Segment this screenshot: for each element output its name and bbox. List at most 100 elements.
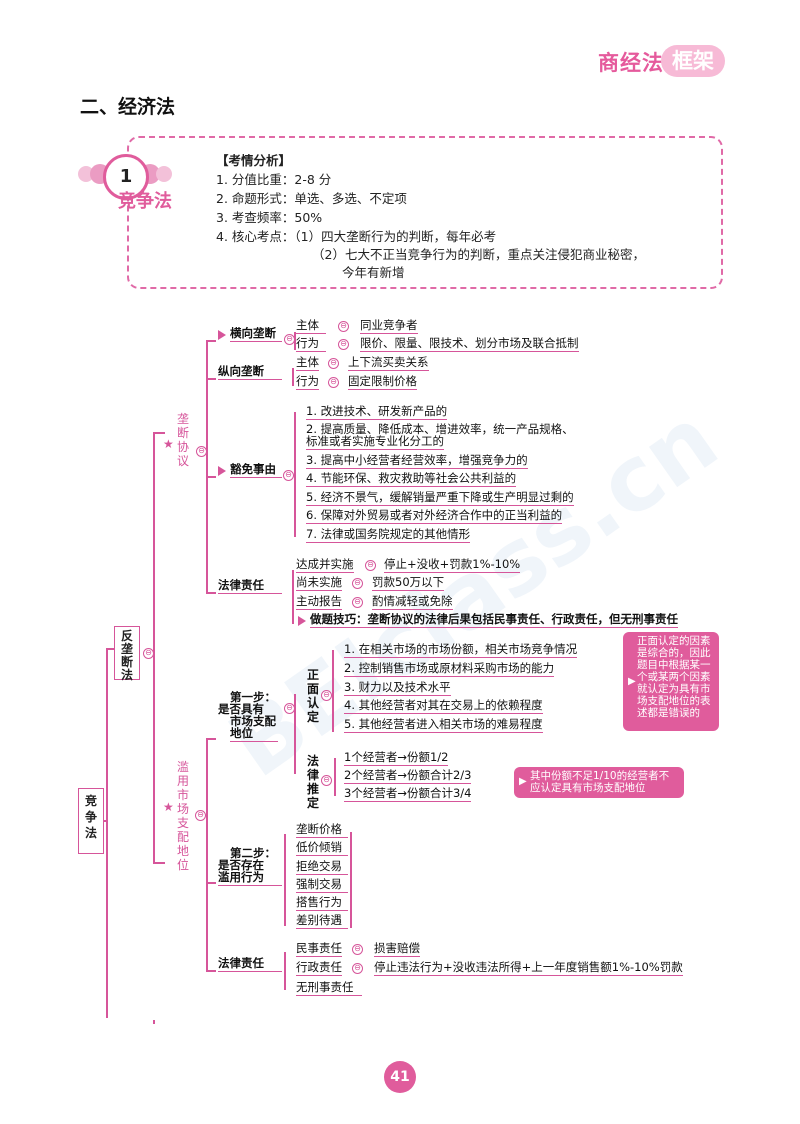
analysis-box <box>127 136 723 289</box>
collapse-icon[interactable]: ⊖ <box>365 560 376 571</box>
root-label: 竞争法 <box>84 794 97 840</box>
page-number: 41 <box>384 1061 416 1093</box>
connector <box>294 412 296 537</box>
ma-liability-label: 法律责任 <box>218 578 282 594</box>
horizontal-subject-key: 主体 <box>296 318 326 334</box>
triangle-icon: ▶ <box>628 676 636 687</box>
step2-label: 第二步： <box>230 846 276 860</box>
flag-icon <box>218 330 226 340</box>
brand-text: 商经法 <box>598 51 664 75</box>
liability-key: 尚未实施 <box>296 575 342 591</box>
abuse-liability-crim: 无刑事责任 <box>296 980 362 996</box>
connector <box>153 862 165 864</box>
collapse-icon[interactable]: ⊖ <box>352 578 363 589</box>
abuse-liability-label: 法律责任 <box>218 956 282 972</box>
connector <box>206 738 208 970</box>
step1-label: 地位 <box>230 726 278 742</box>
connector <box>206 340 208 592</box>
triangle-icon: ▶ <box>519 776 527 787</box>
liability-value: 罚款50万以下 <box>372 575 445 591</box>
abuse-liability-value: 停止违法行为+没收违法所得+上一年度销售额1%-10%罚款 <box>374 960 683 976</box>
abuse-act: 强制交易 <box>296 877 348 893</box>
connector <box>106 648 108 1018</box>
presume-item: 1个经营者→份额1/2 <box>344 750 449 766</box>
monopoly-agreement-label: 垄断协议 <box>176 412 189 468</box>
star-icon: ★ <box>163 437 174 451</box>
collapse-icon[interactable]: ⊖ <box>338 339 349 350</box>
collapse-icon[interactable]: ⊖ <box>352 597 363 608</box>
topic-name: 竞争法 <box>118 191 172 212</box>
star-icon: ★ <box>163 800 174 814</box>
collapse-icon[interactable]: ⊖ <box>338 321 349 332</box>
collapse-icon[interactable]: ⊖ <box>321 775 332 786</box>
connector <box>153 432 155 862</box>
connector <box>292 570 294 624</box>
abuse-act: 差别待遇 <box>296 913 348 929</box>
analysis-line: 2. 命题形式：单选、多选、不定项 <box>216 191 407 206</box>
analysis-line: （2）七大不正当竞争行为的判断，重点关注侵犯商业秘密， <box>312 247 645 262</box>
liability-key: 主动报告 <box>296 594 342 610</box>
brand-box: 框架 <box>661 45 725 77</box>
exemption-label: 豁免事由 <box>230 462 282 478</box>
collapse-icon[interactable]: ⊖ <box>328 358 339 369</box>
vertical-subject-key: 主体 <box>296 355 319 371</box>
root-node: 竞争法 <box>78 788 104 854</box>
connector <box>284 952 286 990</box>
presume-item: 2个经营者→份额合计2/3 <box>344 768 472 784</box>
brand-logo: 商经法 框架 <box>598 45 728 79</box>
l1-node: 反垄断法 <box>114 626 140 682</box>
collapse-icon[interactable]: ⊖ <box>352 944 363 955</box>
vertical-act-value: 固定限制价格 <box>348 374 417 390</box>
exemption-item: 4. 节能环保、救灾救助等社会公共利益的 <box>306 471 517 487</box>
connector <box>294 332 296 350</box>
exemption-item: 6. 保障对外贸易或者对外经济合作中的正当利益的 <box>306 508 563 524</box>
exemption-item: 标准或者实施专业化分工的 <box>306 434 444 450</box>
analysis-heading: 【考情分析】 <box>216 153 292 168</box>
positive-item: 5. 其他经营者进入相关市场的难易程度 <box>344 717 543 733</box>
step1-label: 第一步： <box>230 690 276 704</box>
vertical-label: 纵向垄断 <box>218 364 282 380</box>
connector <box>292 368 294 386</box>
step1-label: 市场支配 <box>230 714 276 728</box>
analysis-line: 3. 考查频率：50% <box>216 210 323 225</box>
connector <box>153 1020 155 1024</box>
horizontal-act-value: 限价、限量、限技术、划分市场及联合抵制 <box>360 336 579 352</box>
positive-item: 3. 财力以及技术水平 <box>344 680 451 696</box>
abuse-label: 滥用市场支配地位 <box>176 760 189 872</box>
exemption-item: 1. 改进技术、研发新产品的 <box>306 404 448 420</box>
connector <box>206 476 216 478</box>
flag-icon <box>218 466 226 476</box>
exemption-item: 2. 提高质量、降低成本、增进效率，统一产品规格、 <box>306 422 574 436</box>
abuse-liability-value: 损害赔偿 <box>374 941 420 957</box>
connector <box>206 882 216 884</box>
abuse-liability-key: 行政责任 <box>296 960 342 976</box>
collapse-icon[interactable]: ⊖ <box>321 690 332 701</box>
connector <box>206 970 216 972</box>
connector <box>334 758 336 796</box>
positive-note: 正面认定的因素是综合的，因此题目中根据某一个或某两个因素就认定为具有市场支配地位… <box>623 632 719 731</box>
abuse-act: 搭售行为 <box>296 895 348 911</box>
exemption-item: 5. 经济不景气，缓解销量严重下降或生产明显过剩的 <box>306 490 574 506</box>
presume-item: 3个经营者→份额合计3/4 <box>344 786 472 802</box>
step2-label: 是否存在 <box>218 858 264 872</box>
analysis-line: 4. 核心考点：（1）四大垄断行为的判断，每年必考 <box>216 229 497 244</box>
collapse-icon[interactable]: ⊖ <box>283 470 294 481</box>
connector <box>350 832 352 928</box>
collapse-icon[interactable]: ⊖ <box>195 810 206 821</box>
horizontal-act-key: 行为 <box>296 336 326 352</box>
collapse-icon[interactable]: ⊖ <box>328 377 339 388</box>
tip-text: 做题技巧：垄断协议的法律后果包括民事责任、行政责任，但无刑事责任 <box>310 612 678 628</box>
connector <box>332 650 334 732</box>
presume-note-text: 其中份额不足1/10的经营者不应认定具有市场支配地位 <box>530 770 670 794</box>
abuse-act: 垄断价格 <box>296 822 348 838</box>
connector <box>106 648 114 650</box>
collapse-icon[interactable]: ⊖ <box>352 963 363 974</box>
flag-icon <box>298 616 306 626</box>
horizontal-subject-value: 同业竞争者 <box>360 318 418 334</box>
topic-number: 1 <box>103 154 149 200</box>
section-title: 二、经济法 <box>80 96 176 118</box>
exemption-item: 7. 法律或国务院规定的其他情形 <box>306 527 471 543</box>
vertical-subject-value: 上下流买卖关系 <box>348 355 429 371</box>
connector <box>104 820 108 822</box>
positive-note-text: 正面认定的因素是综合的，因此题目中根据某一个或某两个因素就认定为具有市场支配地位… <box>637 635 711 719</box>
